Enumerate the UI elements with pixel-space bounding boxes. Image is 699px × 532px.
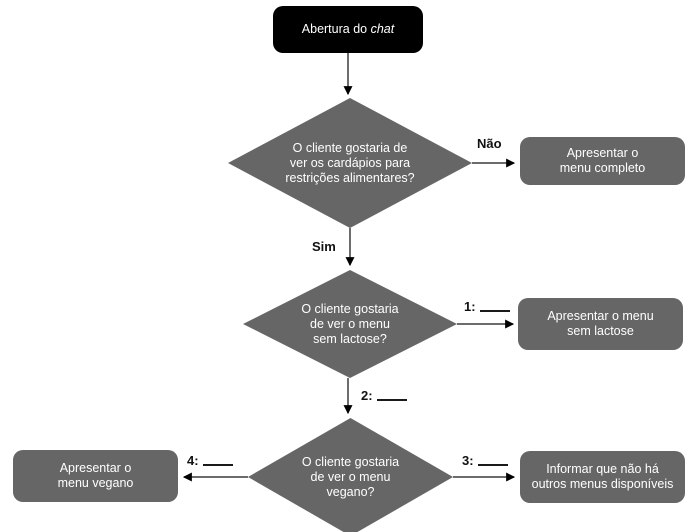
action-nao-ha-outros-label: Informar que não há outros menus disponí… [531,462,674,491]
decision-lactose-label: O cliente gostaria de ver o menu sem lac… [301,301,399,346]
action-sem-lactose-box: Apresentar o menu sem lactose [518,298,683,350]
action-nao-ha-outros-box: Informar que não há outros menus disponí… [520,451,685,503]
action-menu-completo-box: Apresentar o menu completo [520,137,685,185]
edge-label-nao: Não [477,136,502,151]
decision-vegano-diamond: O cliente gostaria de ver o menu vegano? [248,418,453,532]
edge-label-sim-text: Sim [312,239,336,254]
start-node-italic-word: chat [370,22,395,36]
edge-label-3: 3: [462,453,508,468]
edge-label-3-text: 3: [462,453,474,468]
blank-line [477,464,508,466]
edge-label-4-text: 4: [187,453,199,468]
edge-label-2-text: 2: [361,388,373,403]
action-menu-vegano-label: Apresentar o menu vegano [57,461,134,490]
decision-restricoes-label: O cliente gostaria de ver os cardápios p… [285,140,415,185]
decision-vegano-label: O cliente gostaria de ver o menu vegano? [301,454,400,499]
decision-lactose-diamond: O cliente gostaria de ver o menu sem lac… [243,270,457,378]
blank-line [376,399,407,401]
action-menu-vegano-box: Apresentar o menu vegano [13,450,178,502]
edge-label-1: 1: [464,299,510,314]
action-sem-lactose-label: Apresentar o menu sem lactose [547,309,654,338]
edge-label-2: 2: [361,388,407,403]
edge-label-sim: Sim [312,239,336,254]
start-node: Abertura do chat [273,6,423,53]
blank-line [202,464,233,466]
edge-label-4: 4: [187,453,233,468]
edge-label-nao-text: Não [477,136,502,151]
start-node-label: Abertura do chat [301,22,395,36]
decision-restricoes-diamond: O cliente gostaria de ver os cardápios p… [228,98,472,228]
edge-label-1-text: 1: [464,299,476,314]
blank-line [479,310,510,312]
action-menu-completo-label: Apresentar o menu completo [559,146,646,175]
